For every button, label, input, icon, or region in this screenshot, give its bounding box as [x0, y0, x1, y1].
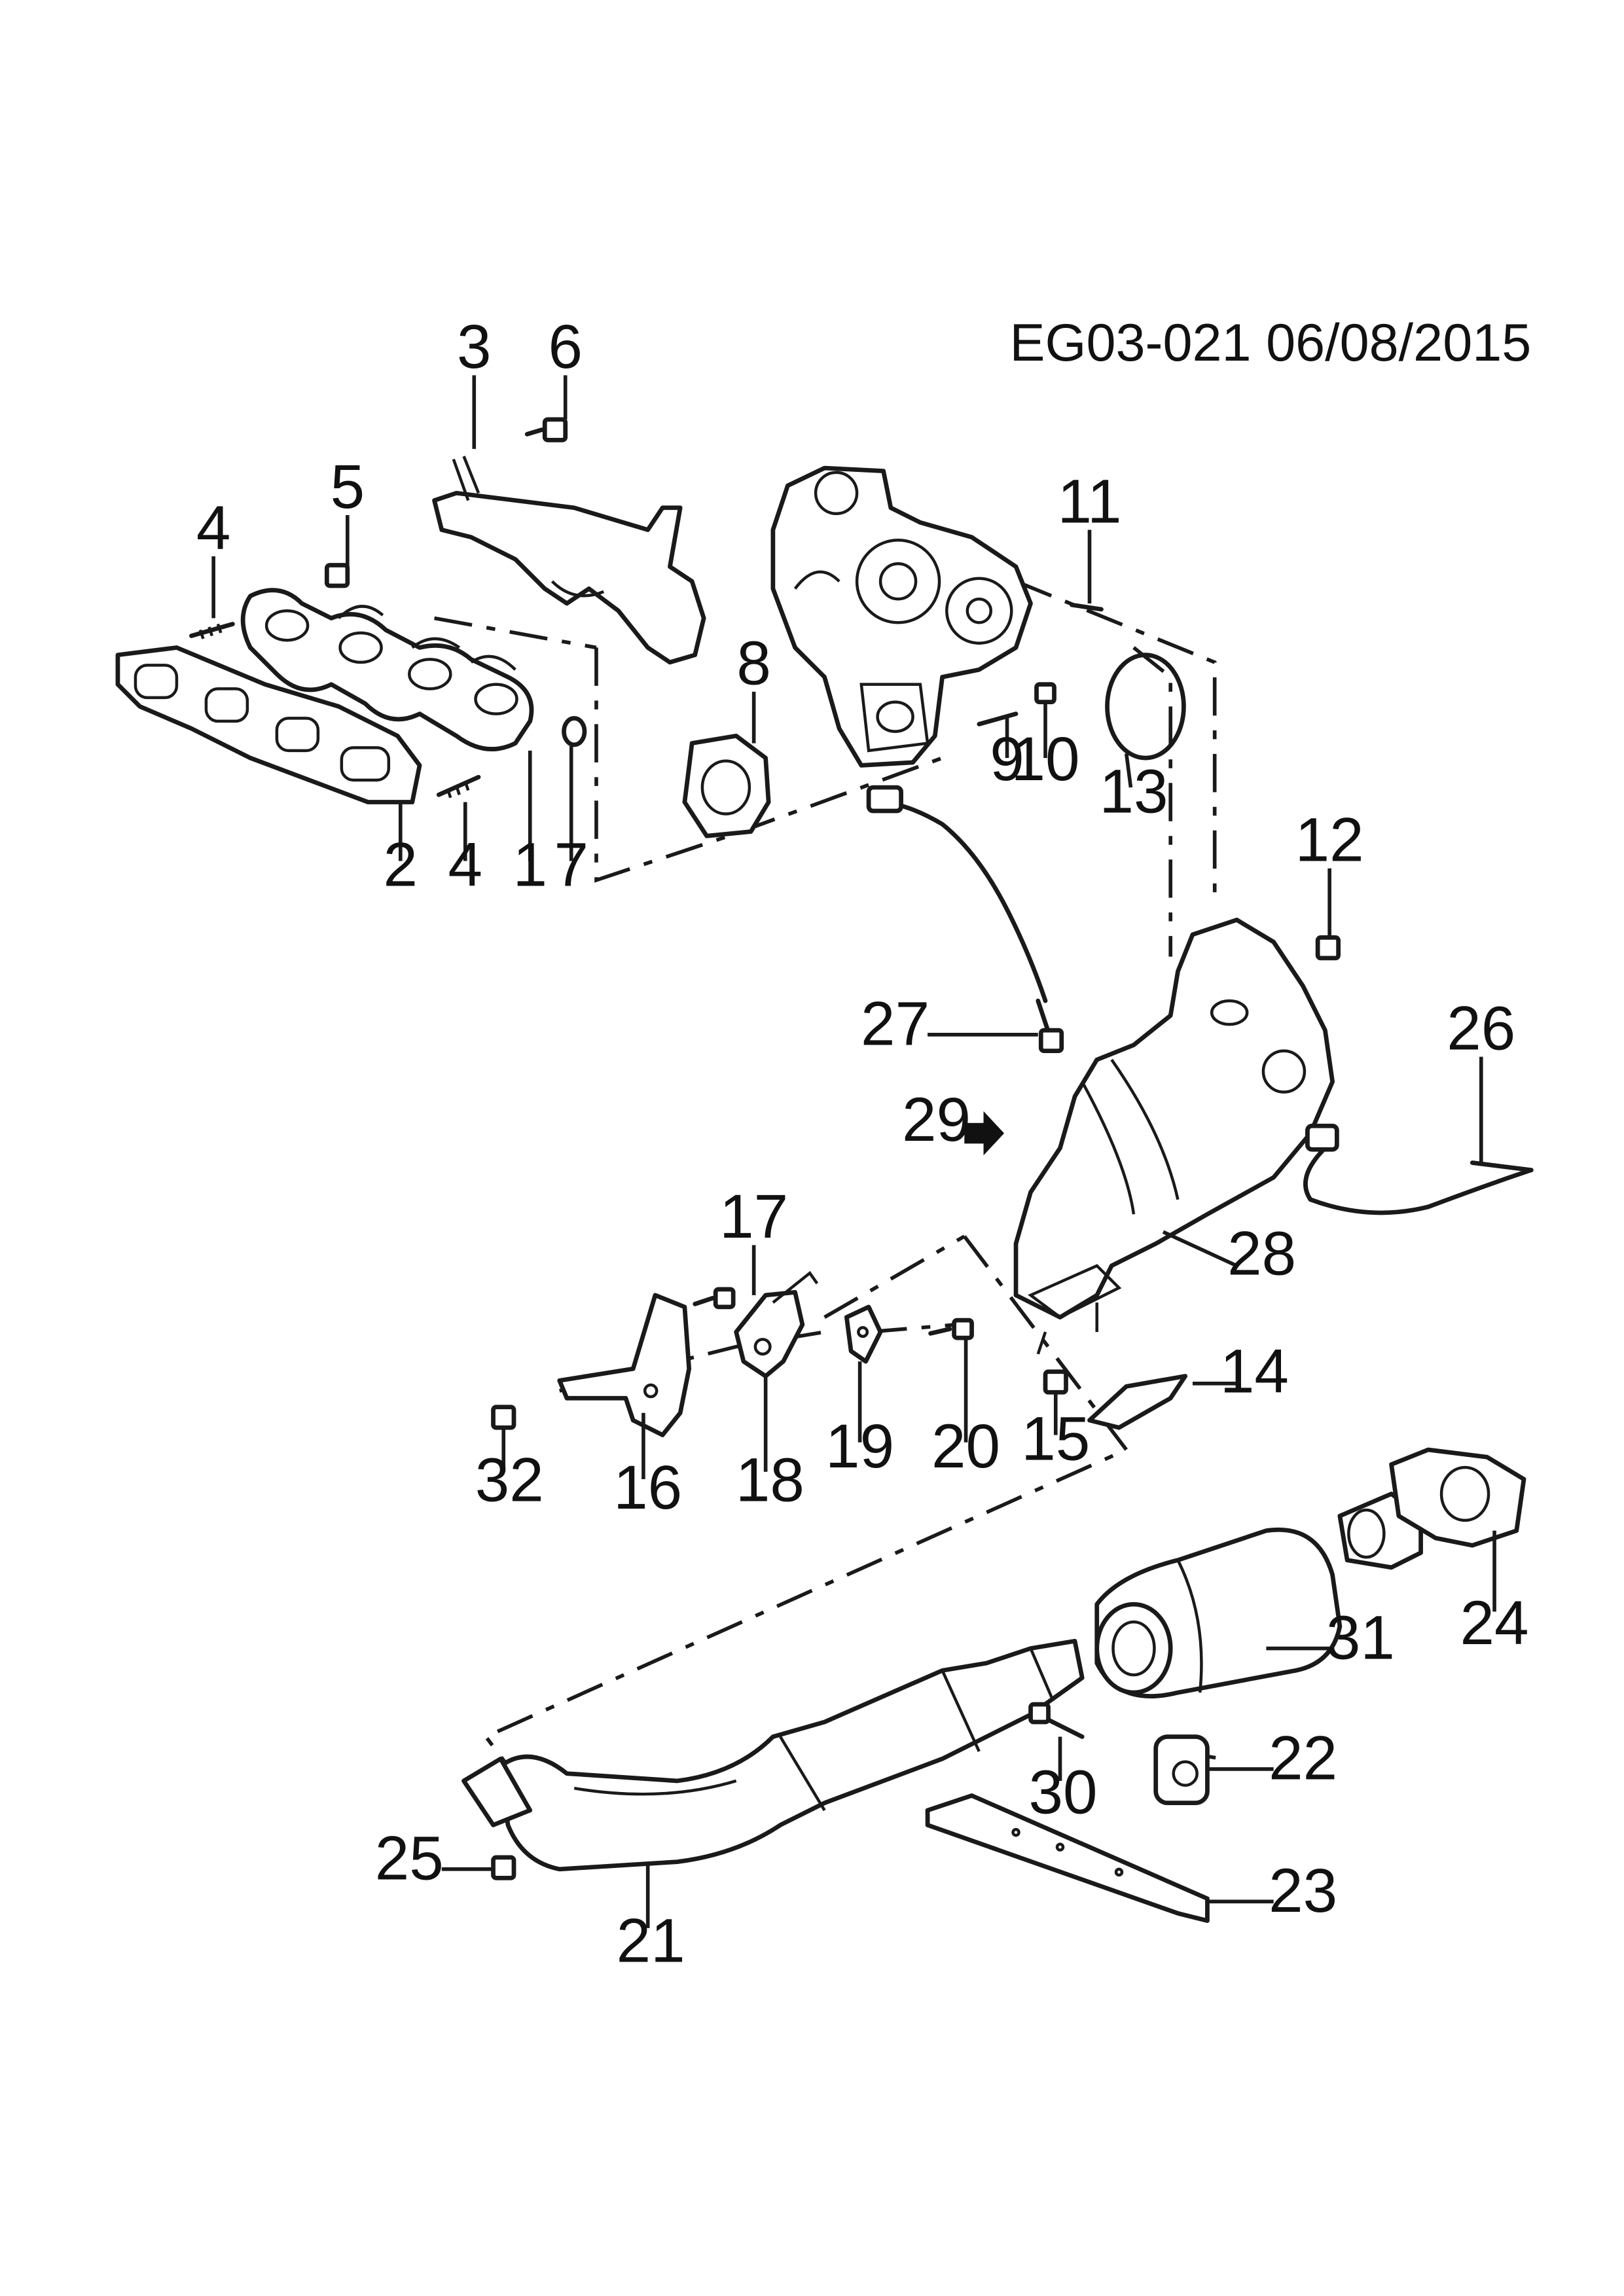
callout-10: 10 [1011, 725, 1079, 794]
diagram-code: EG03-021 06/08/2015 [1009, 314, 1531, 372]
callout-8: 8 [736, 629, 771, 698]
callout-27: 27 [861, 990, 929, 1059]
oxygen-sensor-front [866, 785, 1064, 1053]
washer-nut [562, 716, 587, 747]
callout-29: 29 [902, 1085, 971, 1155]
callout-32: 32 [475, 1446, 544, 1515]
bracket-16 [557, 1293, 692, 1437]
callout-28: 28 [1227, 1219, 1296, 1288]
oxygen-sensor-rear [1303, 1123, 1534, 1215]
callout-labels: 3 6 5 4 2 4 1 7 8 9 10 11 13 12 27 26 29… [196, 312, 1529, 1975]
callout-18: 18 [736, 1446, 804, 1515]
turbo-stud-upper [1070, 602, 1104, 612]
callout-9: 9 [990, 725, 1024, 794]
underbody-heat-shield [925, 1793, 1210, 1923]
arrow-right-icon [964, 1111, 1005, 1156]
callout-19: 19 [825, 1412, 894, 1481]
catalytic-converter-front [1013, 918, 1335, 1355]
nut-25 [491, 1855, 516, 1880]
manifold-heat-shield [432, 456, 706, 665]
callout-30: 30 [1028, 1757, 1097, 1827]
leader-lines [211, 375, 1496, 1928]
exhaust-manifold [240, 588, 534, 751]
callout-17: 17 [719, 1182, 788, 1251]
stud-lower [436, 774, 481, 798]
rubber-hanger [1153, 1734, 1210, 1806]
callout-1: 1 [513, 831, 547, 900]
heat-shield-bolt [524, 417, 568, 442]
plate-19 [844, 1304, 883, 1364]
callout-24: 24 [1460, 1588, 1529, 1658]
callout-26: 26 [1447, 994, 1515, 1063]
bolt-17 [693, 1287, 736, 1310]
nut-15 [1043, 1369, 1068, 1395]
gasket-14 [1087, 1374, 1188, 1430]
callout-11: 11 [1057, 467, 1121, 536]
bolt-20 [928, 1318, 974, 1340]
manifold-gasket [115, 645, 422, 804]
callout-6: 6 [548, 312, 583, 382]
connector-pipe-flange [1337, 1447, 1526, 1570]
callout-12: 12 [1295, 806, 1364, 875]
callout-31: 31 [1326, 1603, 1395, 1672]
callout-22: 22 [1269, 1724, 1337, 1793]
catalytic-converter-rear [1094, 1527, 1343, 1698]
callout-4: 4 [196, 493, 231, 563]
manifold-nut [324, 563, 350, 588]
bolt-30 [1028, 1702, 1085, 1739]
callout-25: 25 [375, 1824, 444, 1893]
callout-15: 15 [1021, 1405, 1090, 1474]
callout-21: 21 [617, 1907, 685, 1976]
stud-upper [189, 622, 235, 639]
callout-2: 2 [384, 831, 418, 900]
flange-nut [1315, 935, 1341, 961]
callout-13: 13 [1099, 757, 1168, 826]
callout-23: 23 [1269, 1856, 1337, 1926]
ring-seal [1105, 653, 1186, 761]
turbocharger [770, 465, 1033, 768]
nut-32 [491, 1405, 516, 1430]
callout-7: 7 [554, 831, 588, 900]
callout-20: 20 [931, 1412, 1000, 1481]
callout-4: 4 [448, 831, 483, 900]
callout-3: 3 [457, 312, 492, 382]
turbo-nut [1034, 682, 1056, 705]
turbo-gasket [682, 733, 771, 838]
callout-16: 16 [613, 1453, 682, 1522]
callout-5: 5 [331, 452, 365, 522]
bracket-18 [734, 1270, 819, 1378]
exhaust-front-pipe [461, 1638, 1085, 1872]
callout-14: 14 [1220, 1336, 1289, 1406]
turbo-stud [977, 711, 1019, 726]
